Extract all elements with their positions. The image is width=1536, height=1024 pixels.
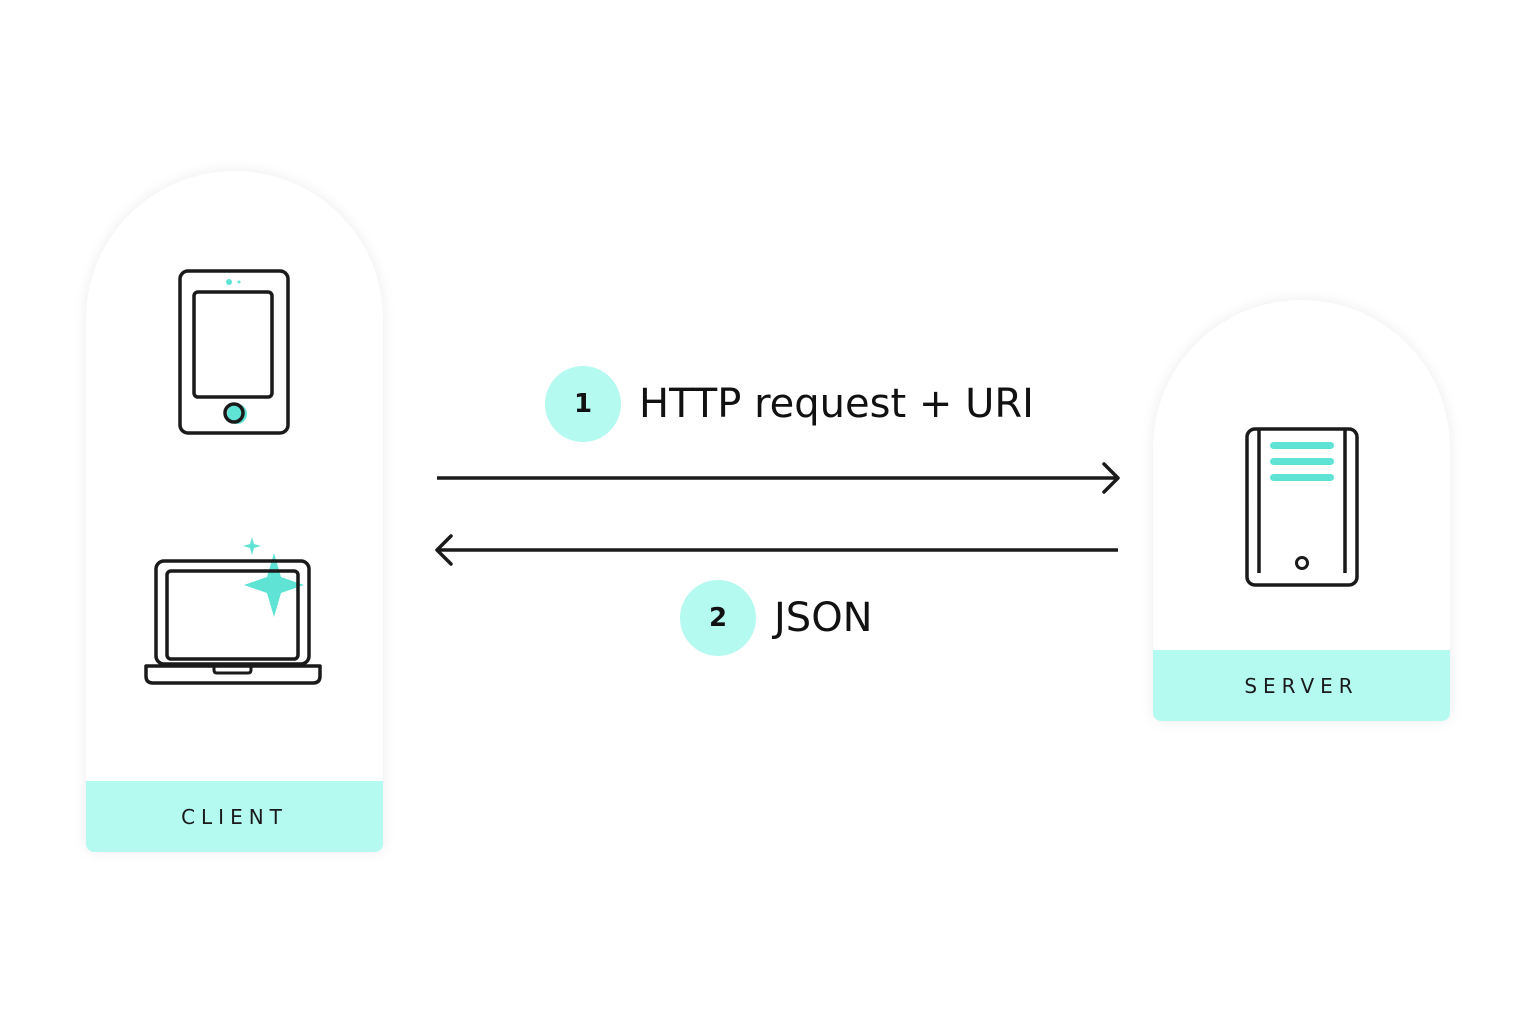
step-response: 2 JSON bbox=[680, 580, 873, 656]
step-number-badge: 2 bbox=[680, 580, 756, 656]
step-request: 1 HTTP request + URI bbox=[545, 366, 1034, 442]
server-label: SERVER bbox=[1153, 650, 1450, 721]
tablet-icon bbox=[178, 269, 290, 435]
server-tower-icon bbox=[1245, 427, 1359, 587]
step-number-badge: 1 bbox=[545, 366, 621, 442]
laptop-icon bbox=[144, 537, 322, 685]
response-arrow bbox=[435, 534, 1118, 566]
client-panel: CLIENT bbox=[86, 171, 383, 852]
request-arrow bbox=[437, 462, 1120, 494]
client-label: CLIENT bbox=[86, 781, 383, 852]
step-label: HTTP request + URI bbox=[639, 381, 1034, 427]
server-panel: SERVER bbox=[1153, 300, 1450, 721]
step-label: JSON bbox=[774, 595, 873, 641]
